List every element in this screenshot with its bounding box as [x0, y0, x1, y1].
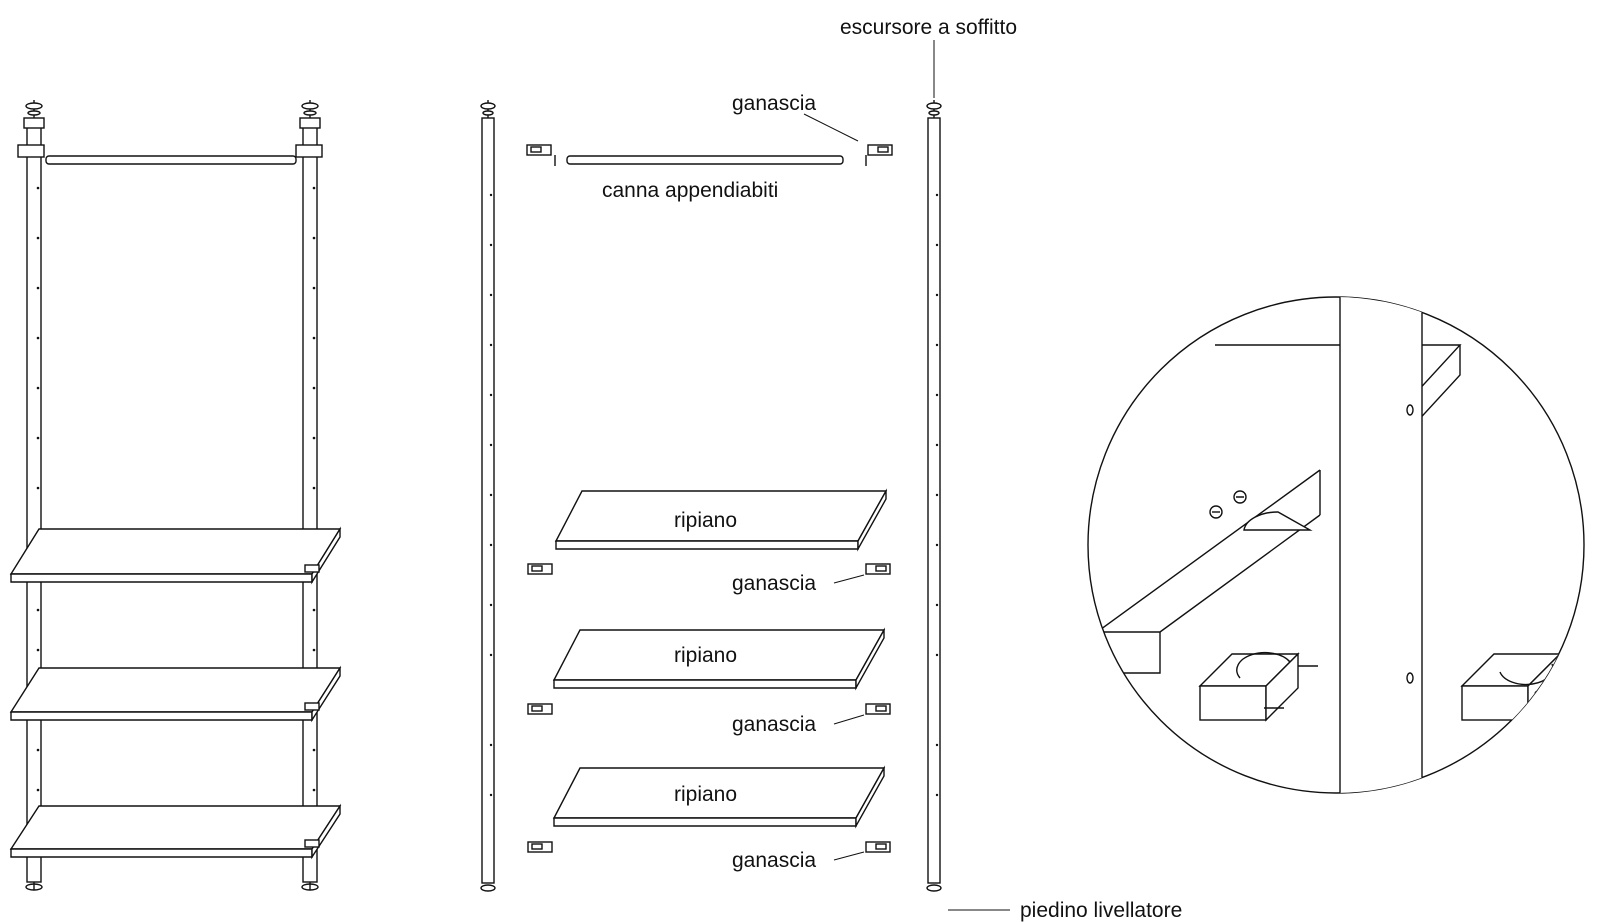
assembled-shelf	[9, 526, 342, 585]
assembled-shelf	[9, 665, 342, 723]
exploded-pole-holes	[489, 193, 939, 797]
label-clamp-1: ganascia	[732, 572, 816, 595]
detail-clamp-left	[1198, 651, 1318, 722]
clamp-bracket-icon	[865, 563, 891, 575]
leader-clamp-top	[803, 113, 859, 142]
label-shelf-2: ripiano	[674, 644, 737, 667]
magnified-detail-circle-icon	[1087, 296, 1585, 794]
label-clamp-top: ganascia	[732, 92, 816, 115]
label-shelf-3: ripiano	[674, 783, 737, 806]
exploded-right-pole	[926, 100, 942, 892]
label-hanging-rail: canna appendiabiti	[602, 179, 778, 202]
clamp-bracket-icon	[865, 841, 891, 853]
assembled-left-pole	[23, 100, 45, 891]
clamp-bracket-icon	[865, 703, 891, 715]
assembled-unit	[9, 100, 342, 891]
clamp-bracket-icon	[527, 703, 553, 715]
clamp-bracket-icon	[527, 563, 553, 575]
assembled-hanging-rail	[17, 144, 323, 165]
leader-clamp-1	[833, 574, 865, 584]
label-clamp-3: ganascia	[732, 849, 816, 872]
label-clamp-2: ganascia	[732, 713, 816, 736]
clamp-bracket-icon	[526, 144, 556, 166]
label-leveling-foot: piedino livellatore	[1020, 899, 1182, 922]
exploded-view: escursore a soffitto ganascia canna appe…	[480, 16, 1182, 922]
shelf-board-icon	[554, 488, 888, 552]
leader-clamp-2	[833, 714, 865, 725]
label-shelf-1: ripiano	[674, 509, 737, 532]
assembled-shelf	[9, 803, 342, 860]
clamp-bracket-icon	[527, 841, 553, 853]
hanging-rail-icon	[566, 155, 844, 165]
leader-clamp-3	[833, 851, 865, 861]
exploded-left-pole	[480, 100, 496, 892]
label-ceiling-slider: escursore a soffitto	[840, 16, 1017, 39]
shelf-board-icon	[552, 627, 886, 691]
assembled-right-pole	[299, 100, 321, 891]
shelf-board-icon	[552, 765, 886, 829]
clamp-bracket-icon	[865, 144, 893, 166]
assembled-pole-holes	[36, 186, 316, 792]
